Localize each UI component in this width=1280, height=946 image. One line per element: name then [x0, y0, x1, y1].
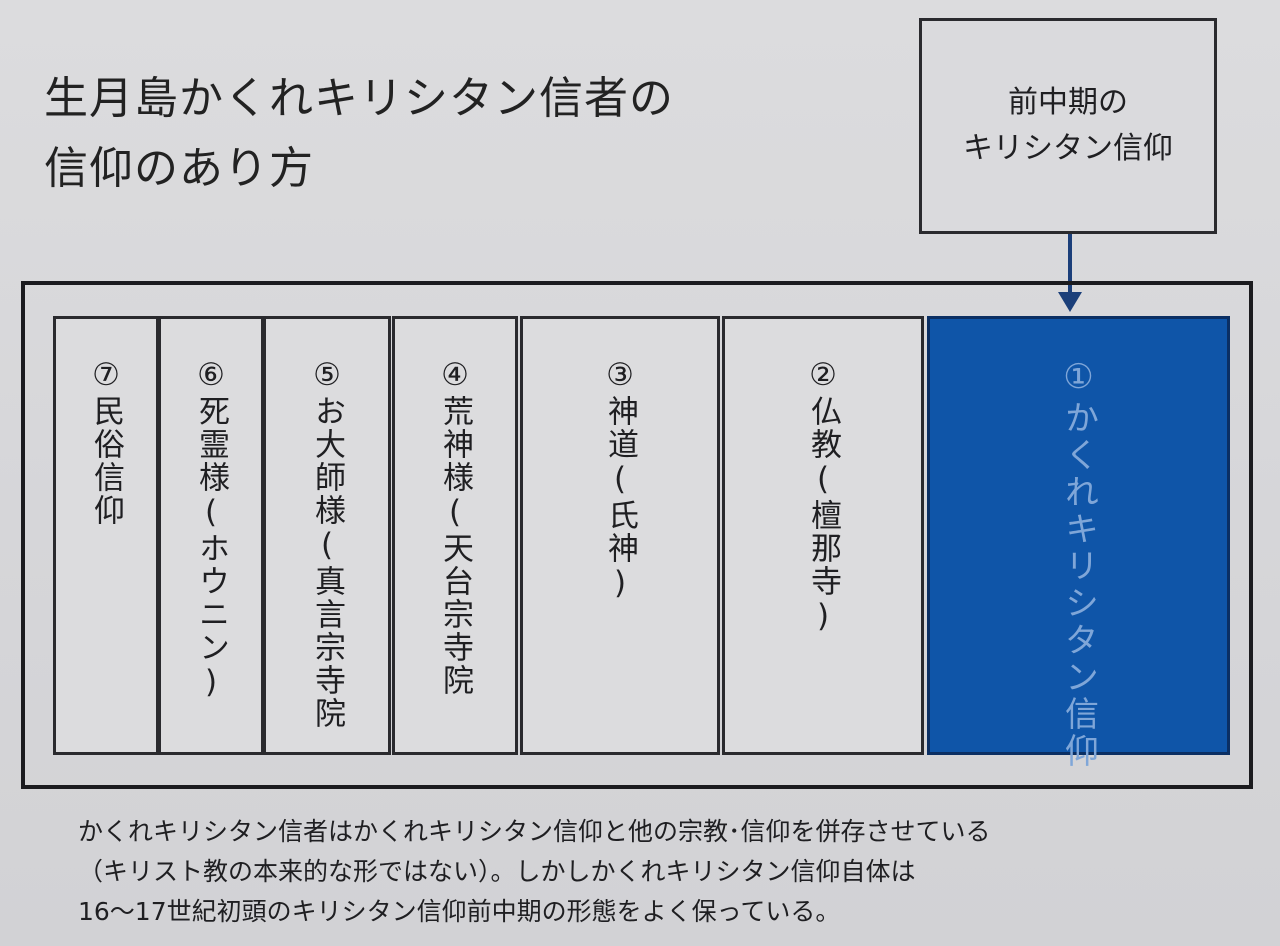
faith-coexistence-frame	[21, 281, 1253, 789]
early-kirishitan-faith-box: 前中期の キリシタン信仰	[919, 18, 1217, 234]
diagram-title: 生月島かくれキリシタン信者の 信仰のあり方	[44, 64, 674, 204]
column-buddhism: ②仏教(檀那寺)	[722, 316, 924, 755]
title-line-1: 生月島かくれキリシタン信者の	[44, 73, 674, 124]
column-label: ⑥死霊様(ホウニン)	[193, 357, 229, 702]
column-label: ④荒神様(天台宗寺院	[437, 357, 473, 697]
caption-line-3: 16〜17世紀初頭のキリシタン信仰前中期の形態をよく保っている。	[78, 897, 841, 926]
column-shinto: ③神道(氏神)	[520, 316, 720, 755]
column-kakure-kirishitan: ①かくれキリシタン信仰	[927, 316, 1230, 770]
title-line-2: 信仰のあり方	[44, 143, 314, 194]
caption-line-2: （キリスト教の本来的な形ではない）。しかしかくれキリシタン信仰自体は	[78, 857, 916, 886]
source-box-line-1: 前中期の	[1008, 85, 1128, 120]
column-label: ②仏教(檀那寺)	[805, 357, 841, 636]
caption-line-1: かくれキリシタン信者はかくれキリシタン信仰と他の宗教･信仰を併存させている	[78, 817, 991, 846]
column-odaishi-sama: ⑤お大師様(真言宗寺院	[263, 316, 391, 755]
column-kojin-sama: ④荒神様(天台宗寺院	[392, 316, 518, 755]
column-label: ⑦民俗信仰	[88, 357, 124, 527]
column-label: ⑤お大師様(真言宗寺院	[309, 357, 345, 730]
column-label: ①かくれキリシタン信仰	[1058, 357, 1099, 770]
column-folk-belief: ⑦民俗信仰	[53, 316, 159, 755]
column-label: ③神道(氏神)	[602, 357, 638, 603]
column-spirits-of-dead: ⑥死霊様(ホウニン)	[158, 316, 264, 755]
explanation-caption: かくれキリシタン信者はかくれキリシタン信仰と他の宗教･信仰を併存させている （キ…	[78, 812, 991, 932]
source-box-line-2: キリシタン信仰	[963, 131, 1173, 166]
